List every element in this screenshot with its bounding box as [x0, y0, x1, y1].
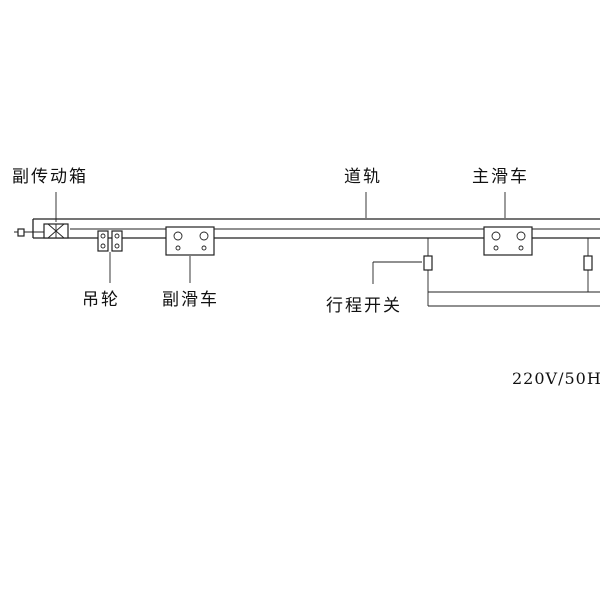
label-power-supply: 220V/50H	[512, 369, 600, 388]
hanging-wheel	[97, 230, 123, 283]
label-main-carriage: 主滑车	[472, 167, 529, 187]
secondary-carriage	[165, 226, 215, 283]
label-secondary-gearbox: 副传动箱	[12, 167, 88, 187]
secondary-gearbox	[14, 223, 69, 239]
main-carriage	[483, 192, 533, 256]
limit-switch	[372, 238, 600, 307]
label-secondary-carriage: 副滑车	[162, 290, 219, 310]
label-rail: 道轨	[344, 167, 382, 187]
label-limit-switch: 行程开关	[326, 296, 402, 316]
label-hanging-wheel: 吊轮	[82, 290, 120, 310]
